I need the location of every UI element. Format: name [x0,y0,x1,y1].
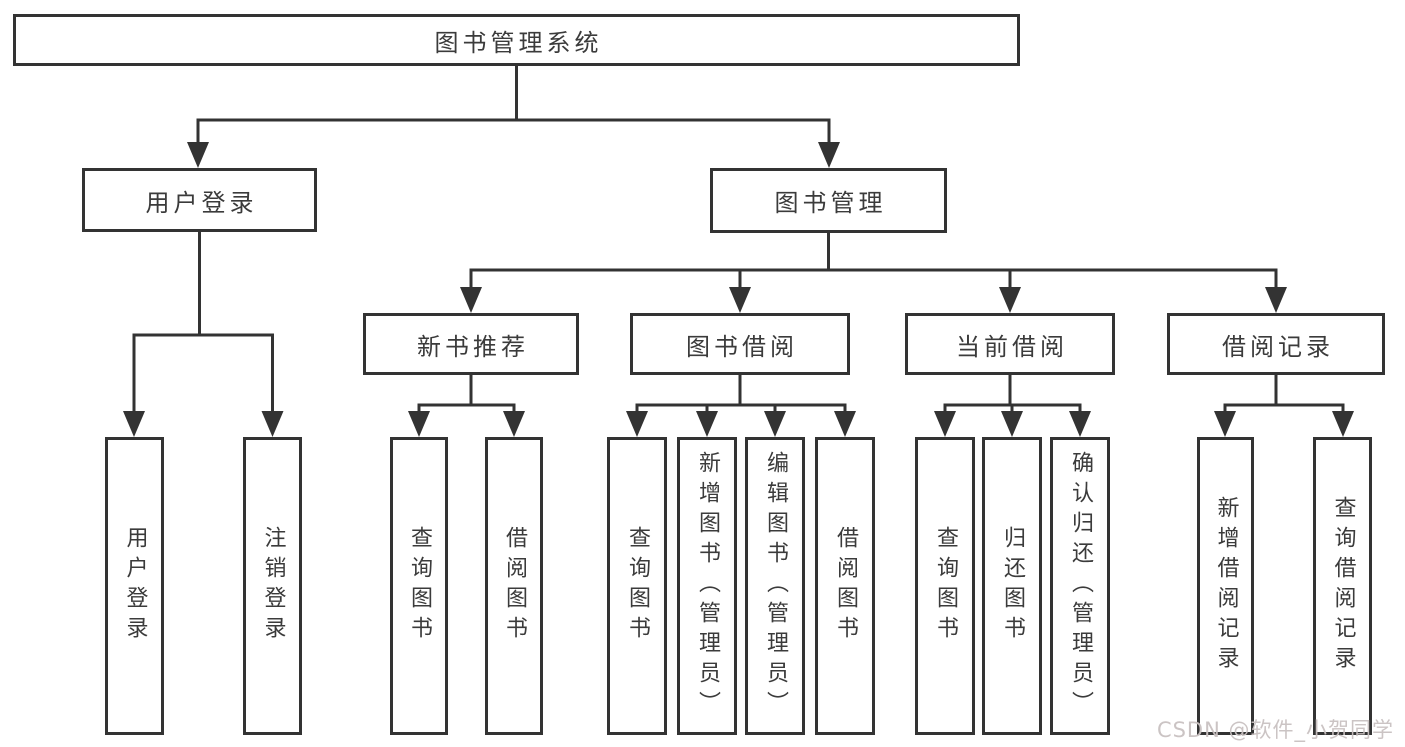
leaf-user-login: 用户登录 [105,437,164,735]
node-new-book-recommend-label: 新书推荐 [417,332,529,361]
node-borrow-record-label: 借阅记录 [1222,332,1334,361]
node-user-login-label: 用户登录 [145,188,258,217]
leaf-add-book-admin-label: 新增图书（管理员） [695,451,720,721]
leaf-newbook-borrow-book-label: 借阅图书 [502,526,527,646]
leaf-borrow-query-book-label: 查询图书 [625,526,650,646]
node-library-system: 图书管理系统 [13,14,1020,66]
leaf-add-borrow-record-label: 新增借阅记录 [1213,496,1239,676]
leaf-borrow-book: 借阅图书 [815,437,875,735]
leaf-newbook-borrow-book: 借阅图书 [485,437,543,735]
node-user-login: 用户登录 [82,168,317,232]
node-book-borrow: 图书借阅 [630,313,850,375]
leaf-logout: 注销登录 [243,437,302,735]
leaf-current-query-book-label: 查询图书 [933,526,958,646]
leaf-user-login-label: 用户登录 [122,526,148,646]
node-book-management: 图书管理 [710,168,947,233]
leaf-borrow-query-book: 查询图书 [607,437,667,735]
leaf-borrow-book-label: 借阅图书 [833,526,858,646]
leaf-return-book: 归还图书 [982,437,1042,735]
leaf-query-borrow-record-label: 查询借阅记录 [1330,496,1356,676]
arrowheads [123,142,1354,437]
leaf-newbook-query-book: 查询图书 [390,437,448,735]
leaf-edit-book-admin-label: 编辑图书（管理员） [763,451,788,721]
leaf-confirm-return-admin-label: 确认归还（管理员） [1068,451,1093,721]
leaf-newbook-query-book-label: 查询图书 [407,526,432,646]
node-library-system-label: 图书管理系统 [434,28,603,57]
leaf-edit-book-admin: 编辑图书（管理员） [745,437,805,735]
node-borrow-record: 借阅记录 [1167,313,1385,375]
leaf-confirm-return-admin: 确认归还（管理员） [1050,437,1110,735]
node-new-book-recommend: 新书推荐 [363,313,579,375]
node-current-borrow-label: 当前借阅 [956,332,1068,361]
leaf-query-borrow-record: 查询借阅记录 [1313,437,1372,735]
leaf-return-book-label: 归还图书 [1000,526,1025,646]
leaf-add-book-admin: 新增图书（管理员） [677,437,737,735]
node-book-management-label: 图书管理 [774,189,887,217]
node-current-borrow: 当前借阅 [905,313,1115,375]
leaf-current-query-book: 查询图书 [915,437,975,735]
leaf-add-borrow-record: 新增借阅记录 [1197,437,1254,735]
leaf-logout-label: 注销登录 [260,526,286,646]
csdn-watermark: CSDN @软件_小贺同学 [1156,718,1394,742]
node-book-borrow-label: 图书借阅 [686,332,798,361]
